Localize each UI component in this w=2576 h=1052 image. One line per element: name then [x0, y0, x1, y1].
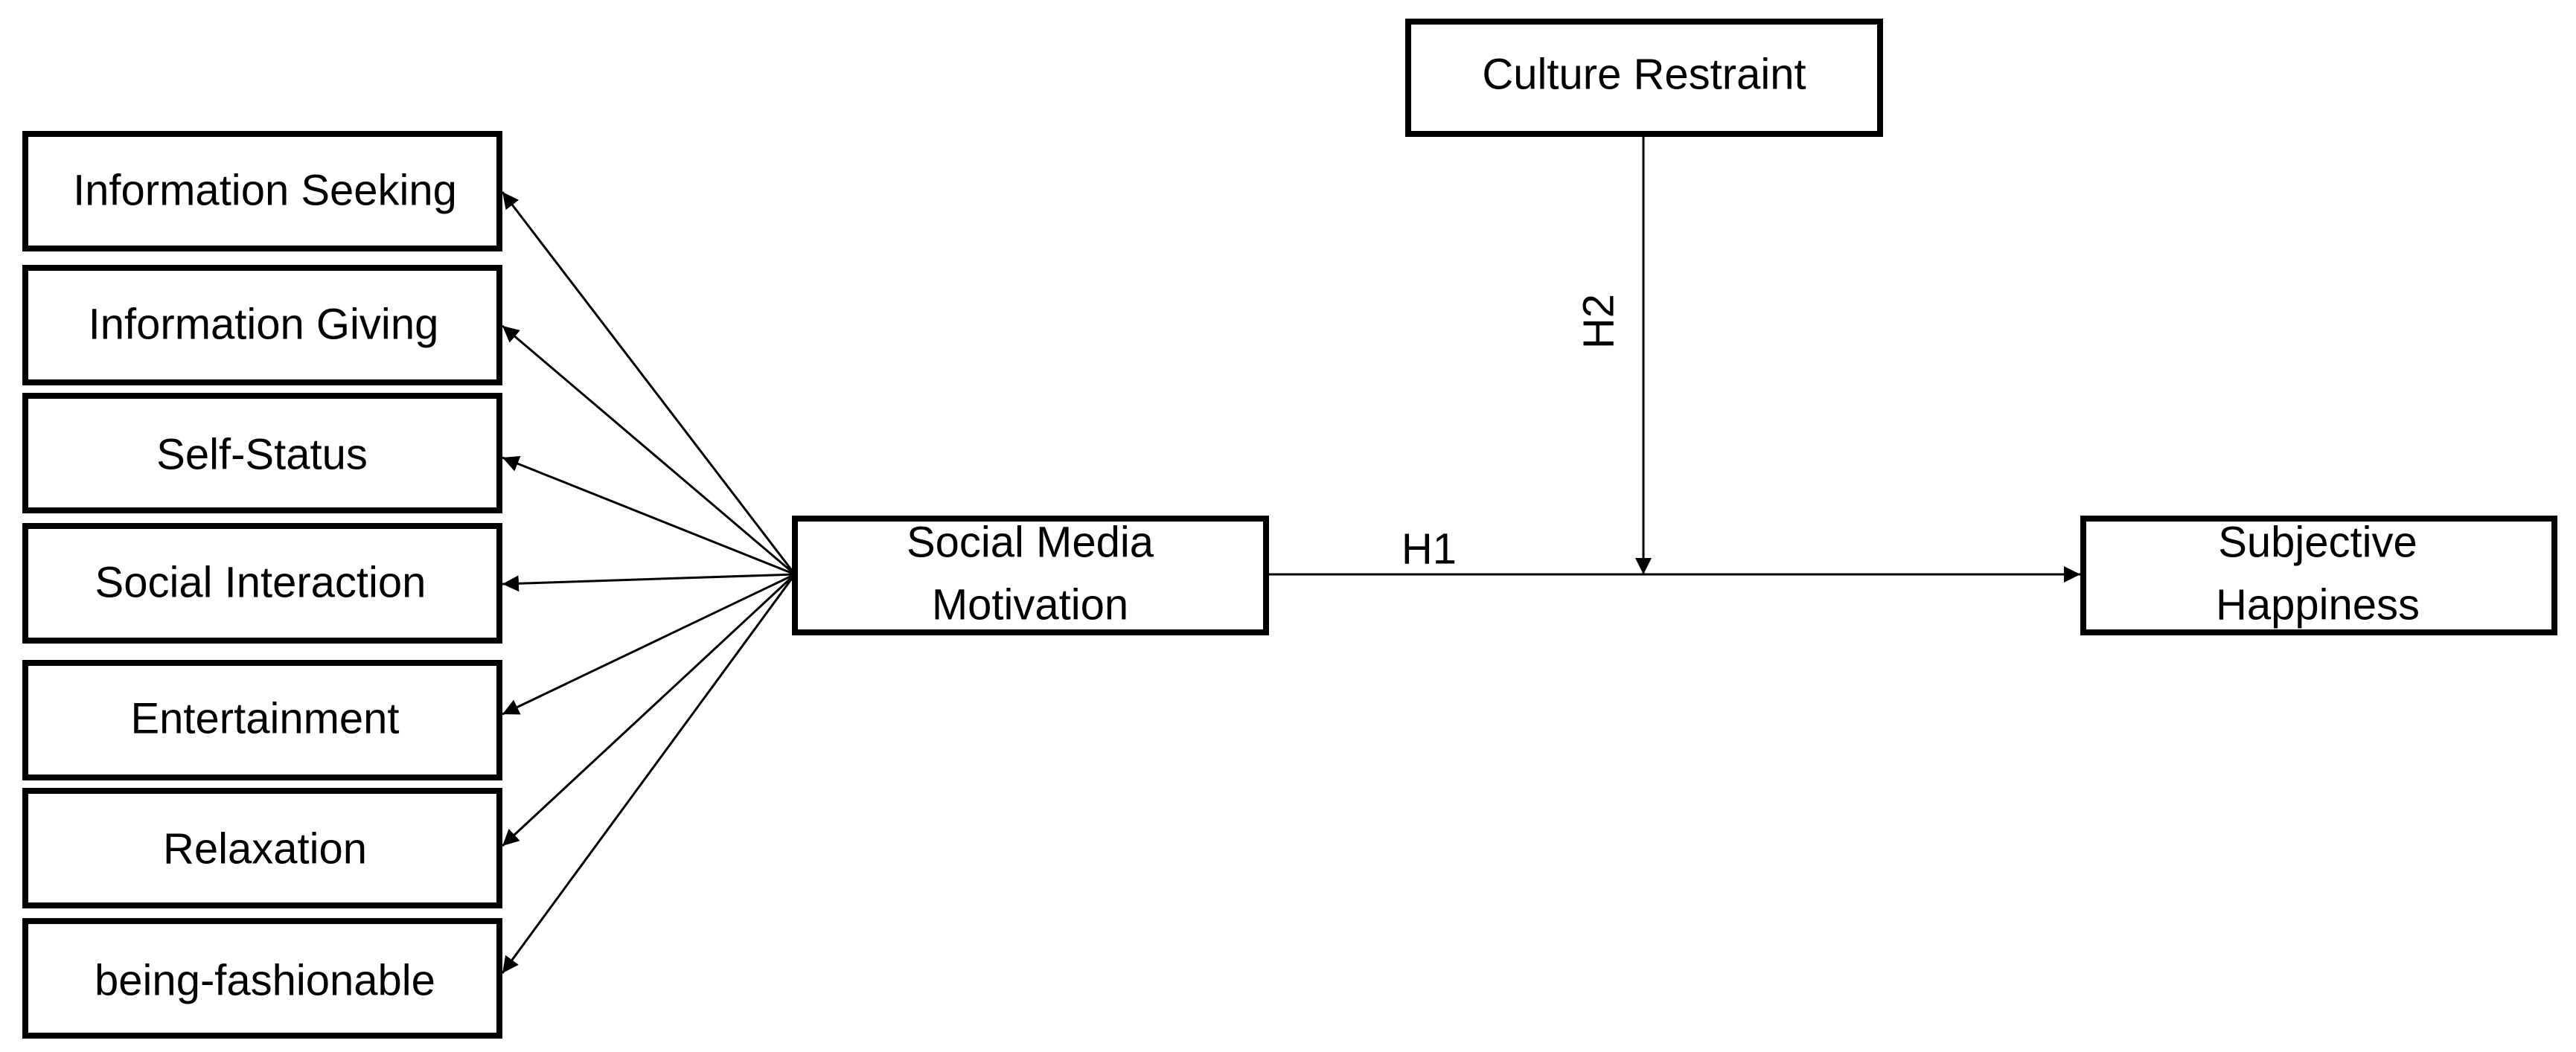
label-self-status: Self-Status — [156, 430, 368, 478]
label-information-giving: Information Giving — [89, 300, 439, 348]
box-being-fashionable — [22, 918, 502, 1039]
label-being-fashionable: being-fashionable — [95, 956, 435, 1004]
box-entertainment — [22, 660, 502, 780]
label-social-interaction: Social Interaction — [95, 558, 426, 606]
arrow-entertainment — [502, 573, 796, 716]
arrow-self-status — [502, 455, 796, 576]
label-subjective-happiness-line1: Subjective — [2218, 518, 2417, 566]
label-h1: H1 — [1402, 525, 1457, 573]
label-entertainment: Entertainment — [130, 694, 399, 743]
motivation-boxes — [22, 131, 502, 1039]
label-social-media-motivation-line2: Motivation — [932, 580, 1128, 629]
arrow-being-fashionable — [501, 574, 796, 974]
arrow-information-giving — [502, 324, 796, 576]
arrow-social-interaction — [502, 573, 796, 592]
label-relaxation: Relaxation — [163, 824, 367, 873]
label-social-media-motivation-line1: Social Media — [907, 518, 1154, 566]
box-social-interaction — [22, 523, 502, 644]
arrow-relaxation — [501, 573, 796, 847]
box-information-seeking — [22, 131, 502, 251]
label-information-seeking: Information Seeking — [73, 166, 457, 214]
box-self-status — [22, 393, 502, 513]
box-information-giving — [22, 265, 502, 385]
box-culture-restraint — [1405, 19, 1883, 137]
box-subjective-happiness — [2080, 516, 2557, 635]
motivation-arrows — [501, 191, 796, 974]
arrow-information-seeking — [501, 191, 796, 575]
label-h2: H2 — [1574, 294, 1623, 349]
box-social-media-motivation — [792, 516, 1269, 635]
label-subjective-happiness-line2: Happiness — [2216, 580, 2420, 629]
label-culture-restraint: Culture Restraint — [1482, 50, 1806, 98]
box-relaxation — [22, 788, 502, 908]
